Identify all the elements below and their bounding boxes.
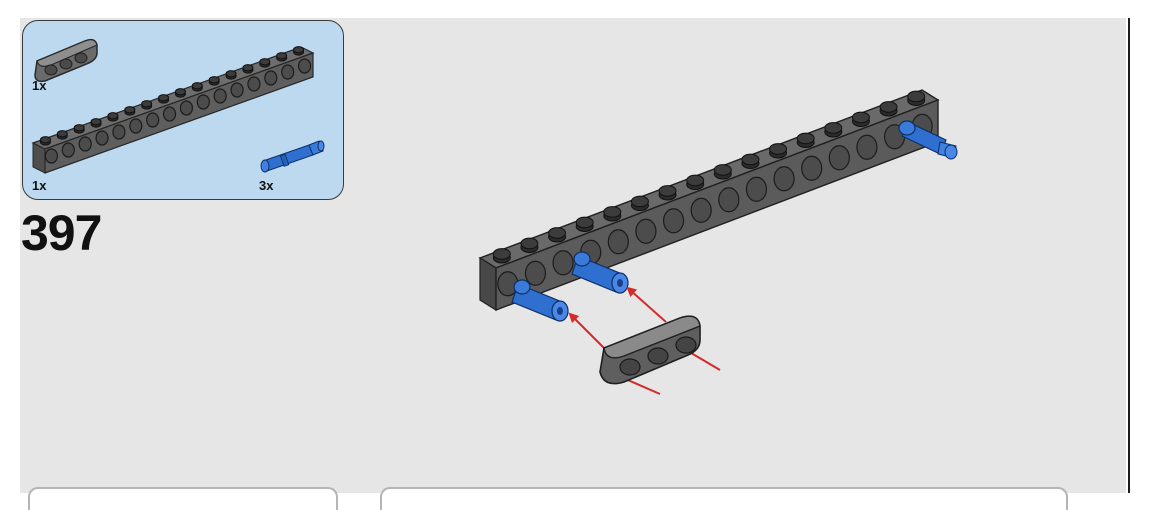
beam-hole bbox=[230, 82, 244, 98]
stud-top bbox=[191, 82, 203, 90]
technic-beam-main-studs bbox=[492, 90, 926, 264]
stud-top bbox=[90, 118, 102, 126]
stud-top bbox=[741, 153, 760, 166]
beam-hole bbox=[745, 176, 768, 202]
stud-top bbox=[686, 174, 705, 187]
beam-hole bbox=[213, 88, 227, 104]
beam-hole bbox=[297, 58, 312, 74]
stud-top bbox=[630, 195, 649, 208]
stud-top bbox=[575, 216, 594, 229]
beam-hole bbox=[146, 112, 160, 128]
pin-middle bbox=[571, 251, 629, 294]
stud-top bbox=[242, 64, 254, 72]
stud-top bbox=[851, 111, 870, 124]
beam-hole bbox=[247, 76, 261, 92]
stud-top bbox=[492, 248, 511, 260]
pin-quantity: 3x bbox=[259, 178, 274, 193]
beam-hole bbox=[524, 260, 547, 286]
pin-right bbox=[898, 120, 958, 160]
stud-top bbox=[225, 70, 237, 78]
step-number: 397 bbox=[21, 205, 102, 261]
beam-hole bbox=[856, 134, 878, 160]
beam-hole bbox=[264, 70, 278, 86]
liftarm-icon bbox=[34, 38, 98, 83]
technic-beam-icon bbox=[31, 46, 315, 174]
next-step-panel-right bbox=[380, 487, 1068, 510]
stud-top bbox=[879, 101, 898, 113]
beam-hole bbox=[95, 130, 109, 146]
beam-hole bbox=[162, 106, 177, 122]
beam-hole bbox=[112, 124, 126, 140]
stud-top bbox=[548, 227, 567, 239]
liftarm-main bbox=[599, 315, 701, 385]
parts-callout: 1x 1x 3x bbox=[22, 20, 344, 200]
beam-hole bbox=[801, 155, 823, 181]
technic-beam-studs bbox=[39, 46, 305, 146]
beam-hole bbox=[607, 229, 629, 255]
page-divider bbox=[1128, 18, 1130, 493]
parts-callout-art bbox=[31, 38, 325, 174]
beam-hole bbox=[44, 148, 59, 164]
beam-hole bbox=[552, 250, 574, 276]
stud-top bbox=[907, 90, 926, 103]
beam-hole bbox=[773, 166, 795, 192]
stud-top bbox=[39, 136, 51, 144]
beam-hole bbox=[718, 187, 740, 213]
stud-top bbox=[520, 237, 539, 250]
beam-hole bbox=[61, 142, 75, 158]
stud-top bbox=[107, 112, 119, 120]
stud-top bbox=[796, 132, 815, 145]
beam-hole bbox=[129, 118, 143, 134]
stud-top bbox=[141, 100, 153, 108]
stud-top bbox=[824, 122, 843, 134]
beam-hole bbox=[635, 218, 657, 244]
stud-top bbox=[293, 46, 305, 54]
beam-hole bbox=[662, 208, 685, 234]
stud-top bbox=[124, 106, 136, 114]
stud-top bbox=[174, 88, 186, 96]
beam-hole bbox=[78, 136, 92, 152]
stud-top bbox=[56, 130, 68, 138]
beam-hole bbox=[828, 145, 850, 171]
pin-icon bbox=[260, 140, 325, 173]
stud-top bbox=[73, 124, 85, 132]
stud-top bbox=[713, 164, 732, 176]
next-step-panel-left bbox=[28, 487, 338, 510]
technic-beam-holes bbox=[44, 58, 312, 164]
pin-left bbox=[511, 279, 569, 322]
beam-hole bbox=[690, 197, 712, 223]
stud-top bbox=[603, 206, 622, 218]
stud-top bbox=[276, 52, 288, 60]
stud-top bbox=[769, 143, 788, 155]
beam-quantity: 1x bbox=[32, 178, 47, 193]
beam-hole bbox=[281, 64, 295, 80]
beam-hole bbox=[179, 100, 194, 116]
stud-top bbox=[259, 58, 271, 66]
liftarm-quantity: 1x bbox=[32, 78, 47, 93]
stud-top bbox=[208, 76, 220, 84]
stud-top bbox=[158, 94, 170, 102]
beam-hole bbox=[196, 94, 210, 110]
stud-top bbox=[658, 185, 677, 197]
